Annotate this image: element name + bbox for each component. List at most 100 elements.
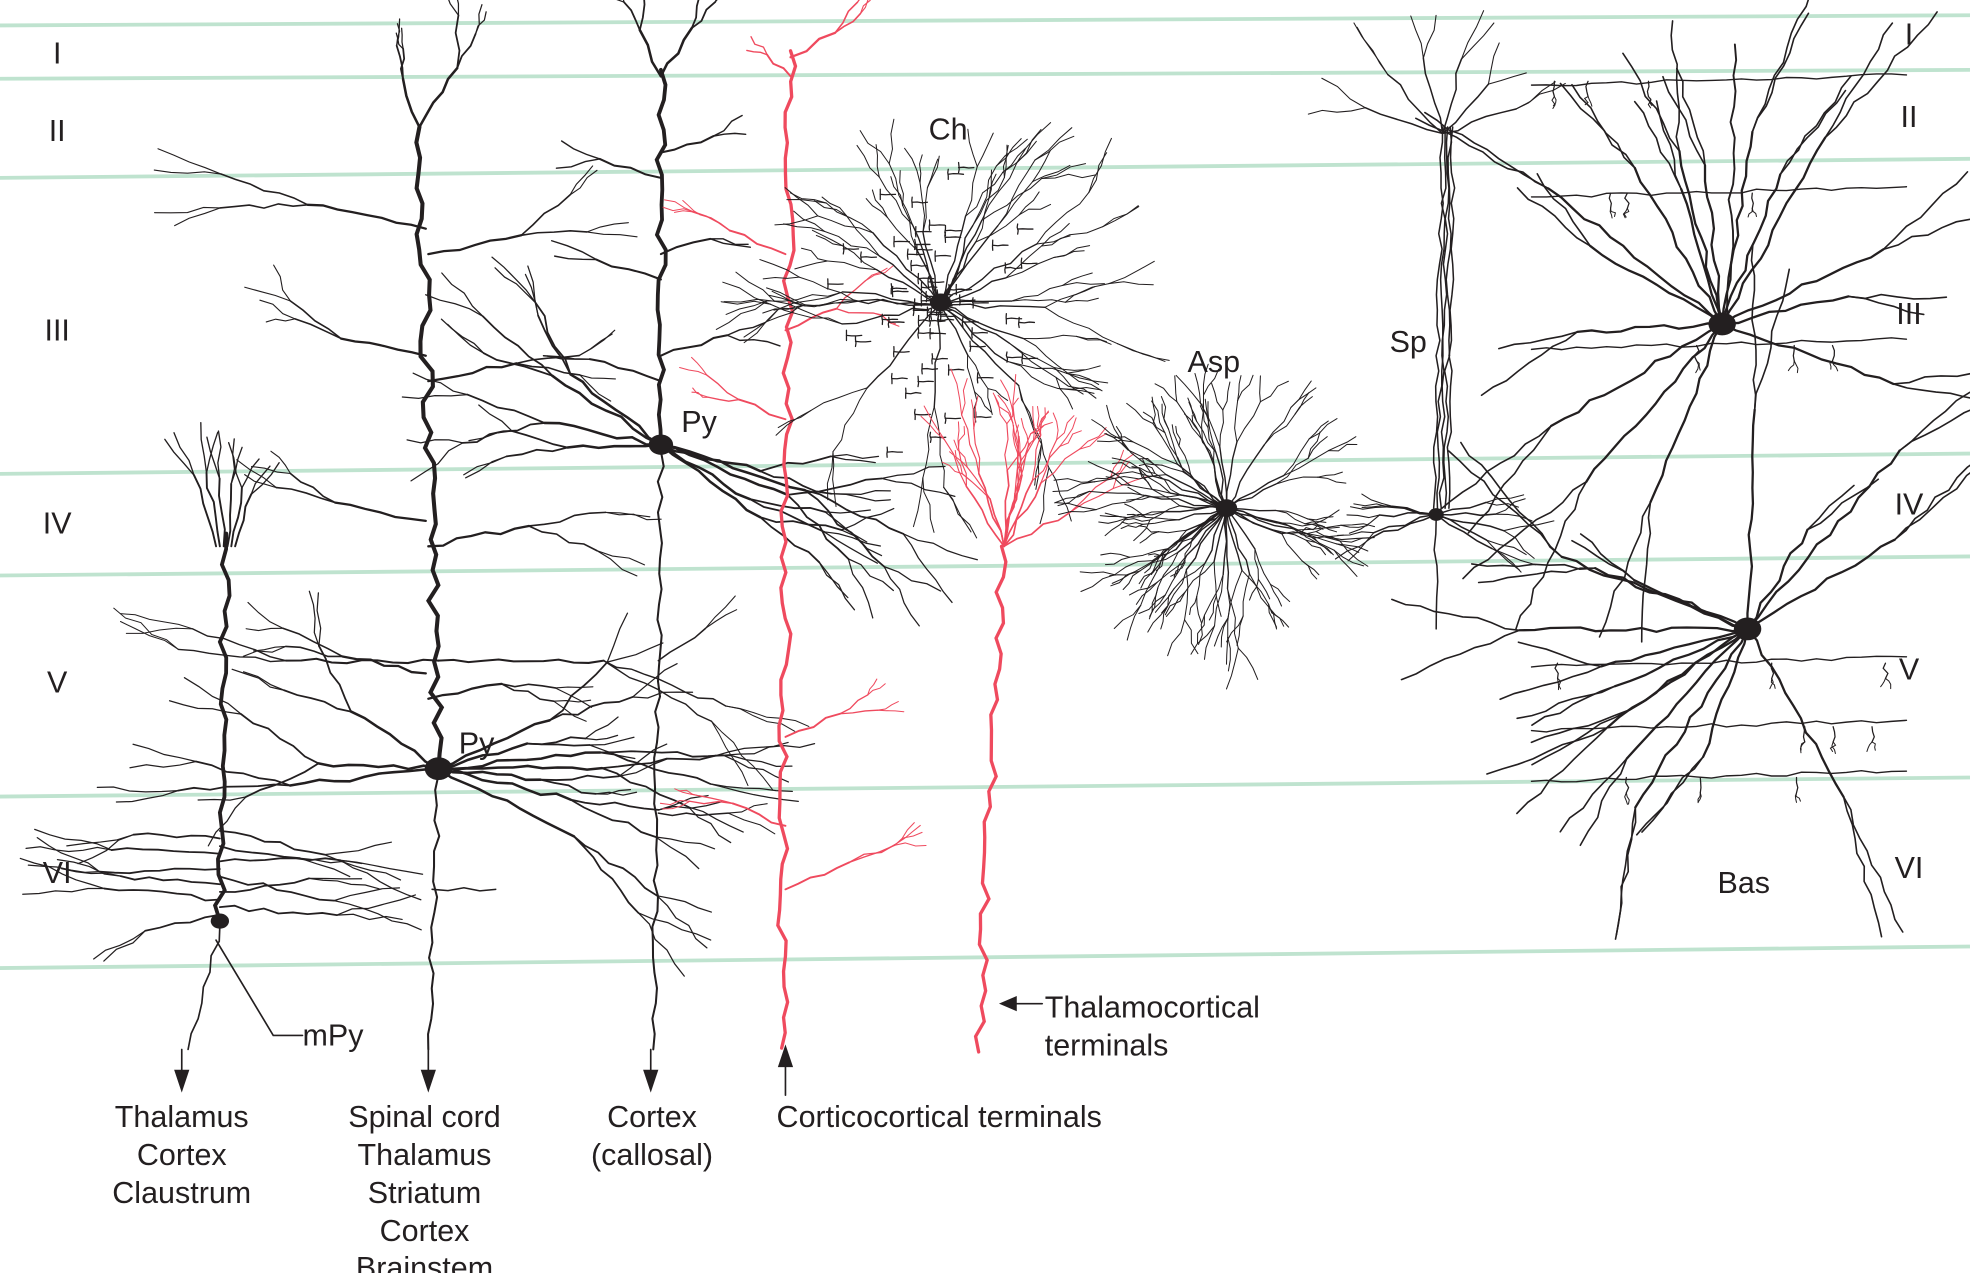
dendrite xyxy=(941,461,963,475)
axon-cartridge xyxy=(957,166,975,169)
dendrite xyxy=(1022,334,1078,340)
axon-cartridge xyxy=(969,340,972,353)
dendrite xyxy=(1151,400,1166,434)
dendrite xyxy=(616,0,625,3)
dendrite xyxy=(1517,641,1603,668)
dendrite xyxy=(1202,363,1209,396)
dendrite xyxy=(341,655,427,675)
dendrite xyxy=(437,767,542,782)
dendrite xyxy=(25,846,113,853)
dendrite xyxy=(1036,191,1090,245)
dendrite xyxy=(789,31,837,59)
dendrite xyxy=(1076,335,1112,345)
axon-cartridge xyxy=(918,319,935,322)
dendrite xyxy=(920,415,945,440)
dendrite xyxy=(551,240,598,261)
dendrite xyxy=(1746,528,1809,631)
dendrite xyxy=(1065,372,1109,384)
dendrite xyxy=(1831,344,1836,362)
dendrite xyxy=(1041,222,1070,247)
dendrite xyxy=(200,422,208,474)
dendrite xyxy=(803,489,905,535)
dendrite xyxy=(939,304,1008,363)
dendrite xyxy=(919,182,926,233)
dendrite xyxy=(1799,741,1806,754)
dendrite xyxy=(895,824,921,845)
axon-cartridge xyxy=(934,254,952,257)
dendrite xyxy=(1842,796,1883,938)
dendrite xyxy=(704,595,736,629)
dendrite xyxy=(659,237,712,256)
dendrite xyxy=(709,238,749,246)
axon-cartridge xyxy=(887,316,890,329)
axon-cartridge xyxy=(959,299,976,302)
dendrite xyxy=(1779,75,1852,176)
dendrite xyxy=(437,742,529,770)
dendrite xyxy=(1222,381,1231,411)
dendrite xyxy=(240,713,320,765)
dendrite xyxy=(712,132,747,137)
dendrite xyxy=(553,700,587,722)
dendrite xyxy=(957,447,968,488)
dendrite xyxy=(657,812,730,817)
dendrite xyxy=(282,627,344,658)
afferent-thalamocortical xyxy=(920,368,1147,1054)
dendrite xyxy=(839,694,869,715)
dendrite xyxy=(1010,299,1066,303)
dendrite xyxy=(1349,506,1389,510)
dendrite xyxy=(902,205,918,251)
dendrite xyxy=(888,118,895,165)
dendrite xyxy=(659,26,694,78)
dendrite xyxy=(688,806,744,833)
dendrite xyxy=(230,438,236,485)
dendrite xyxy=(144,913,221,932)
dendrite xyxy=(1576,322,1724,334)
dendrite xyxy=(36,836,101,873)
dendrite xyxy=(1225,507,1230,590)
dendrite xyxy=(1225,636,1229,665)
dendrite xyxy=(1129,484,1172,494)
dendrite xyxy=(1847,295,1925,316)
axon-collateral xyxy=(1530,769,1908,783)
dendrite xyxy=(1160,606,1169,630)
dendrite xyxy=(1769,677,1774,690)
dendrite xyxy=(526,742,591,747)
dendrite xyxy=(1460,441,1563,558)
axon-cartridge xyxy=(886,451,904,453)
dendrite xyxy=(1226,588,1239,649)
dendrite xyxy=(759,516,843,531)
dendrite xyxy=(244,286,291,302)
dendrite xyxy=(1623,207,1630,218)
dendrite xyxy=(1131,466,1156,474)
dendrite xyxy=(1068,373,1100,385)
layer-line xyxy=(0,451,1970,476)
dendrite xyxy=(1585,80,1589,98)
dendrite xyxy=(1750,244,1757,411)
dendrite xyxy=(1571,83,1636,169)
neuron-pyramidal-layer-v xyxy=(96,0,816,1051)
dendrite xyxy=(735,271,776,302)
dendrite xyxy=(1347,532,1375,562)
projection-target: Claustrum xyxy=(112,1176,251,1210)
dendrite xyxy=(539,778,597,795)
dendrite xyxy=(1662,75,1706,167)
dendrite xyxy=(1441,58,1463,135)
dendrite xyxy=(618,757,669,777)
dendrite xyxy=(1176,401,1203,441)
axon-cartridge xyxy=(890,287,908,290)
dendrite xyxy=(1167,619,1186,657)
dendrite xyxy=(168,700,242,715)
axon-cartridge xyxy=(930,308,933,321)
dendrite xyxy=(1882,171,1969,251)
dendrite xyxy=(1697,792,1701,804)
axon-cartridge xyxy=(921,367,939,370)
dendrite xyxy=(1678,150,1724,326)
dendrite xyxy=(714,0,718,3)
layer-label-right: I xyxy=(1905,17,1913,51)
dendrite xyxy=(1751,12,1810,133)
dendrite xyxy=(1194,373,1202,405)
dendrite xyxy=(1183,413,1200,433)
dendrite xyxy=(766,53,792,78)
dendrite xyxy=(1098,517,1127,524)
dendrite xyxy=(743,308,780,338)
